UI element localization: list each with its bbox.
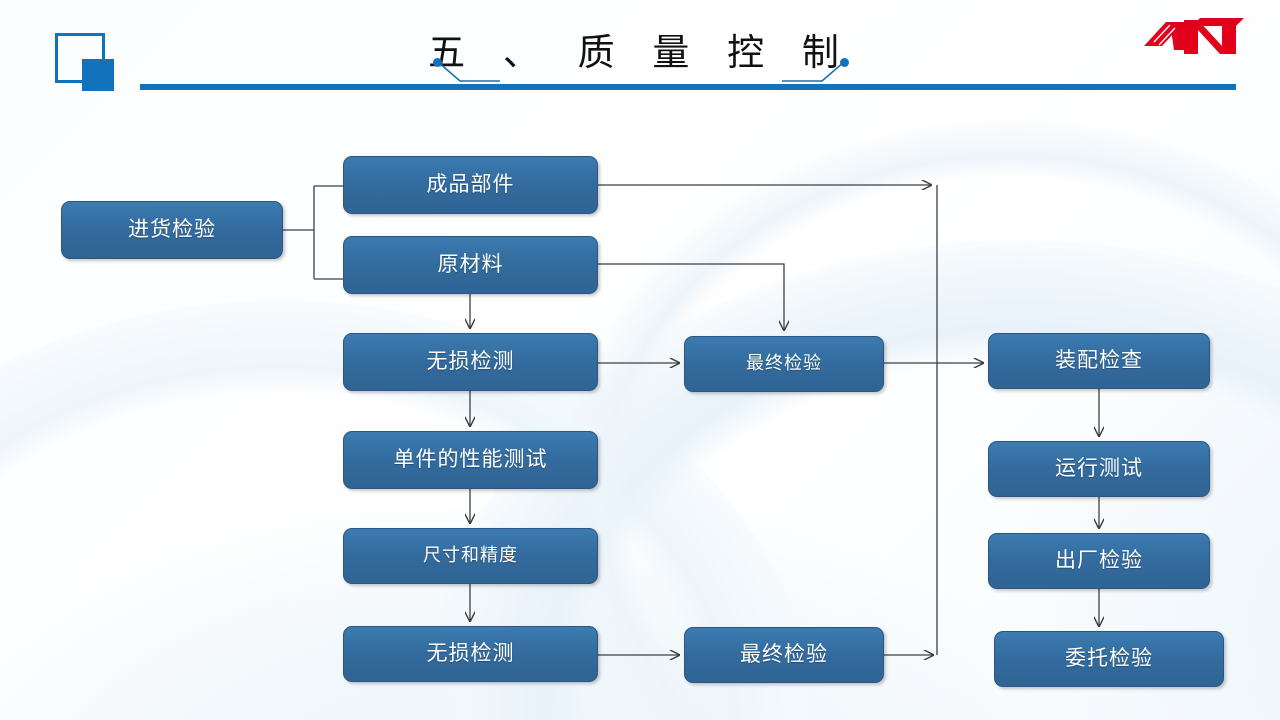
flow-node-label: 无损检测 — [426, 349, 515, 374]
flow-node-finished-parts[interactable]: 成品部件 — [343, 156, 598, 214]
decorative-square-outline-icon — [55, 33, 105, 83]
flow-node-running-test[interactable]: 运行测试 — [988, 441, 1210, 497]
flow-node-label: 成品部件 — [426, 172, 515, 197]
header-left-dot-icon — [433, 58, 442, 67]
flow-node-label: 出厂检验 — [1055, 548, 1143, 573]
flow-node-label: 最终检验 — [746, 353, 822, 375]
flow-node-factory-inspection[interactable]: 出厂检验 — [988, 533, 1210, 589]
flow-node-label: 尺寸和精度 — [423, 545, 518, 567]
flow-node-label: 装配检查 — [1055, 348, 1143, 373]
flow-node-final-inspection-2[interactable]: 最终检验 — [684, 627, 884, 683]
flow-node-label: 最终检验 — [740, 642, 828, 667]
header-right-dot-icon — [840, 58, 849, 67]
flow-node-ndt-upper[interactable]: 无损检测 — [343, 333, 598, 391]
connector-raw-material-to-final-1 — [598, 263, 784, 330]
flow-node-label: 委托检验 — [1065, 646, 1153, 671]
flow-node-label: 单件的性能测试 — [393, 447, 548, 472]
header-rule — [140, 84, 1236, 90]
flow-node-part-performance[interactable]: 单件的性能测试 — [343, 431, 598, 489]
flow-node-ndt-lower[interactable]: 无损检测 — [343, 626, 598, 682]
flow-node-assembly-check[interactable]: 装配检查 — [988, 333, 1210, 389]
flow-node-label: 原材料 — [437, 252, 504, 277]
flow-node-entrusted-inspection[interactable]: 委托检验 — [994, 631, 1224, 687]
decorative-square-solid-icon — [82, 59, 114, 91]
flow-node-final-inspection-1[interactable]: 最终检验 — [684, 336, 884, 392]
flow-node-dimension-accuracy[interactable]: 尺寸和精度 — [343, 528, 598, 584]
zn-logo-icon — [1144, 18, 1244, 54]
flow-node-label: 运行测试 — [1055, 456, 1143, 481]
flow-node-incoming-inspection[interactable]: 进货检验 — [61, 201, 283, 259]
flow-node-label: 进货检验 — [128, 217, 216, 242]
flow-node-raw-material[interactable]: 原材料 — [343, 236, 598, 294]
flow-node-label: 无损检测 — [426, 641, 515, 666]
